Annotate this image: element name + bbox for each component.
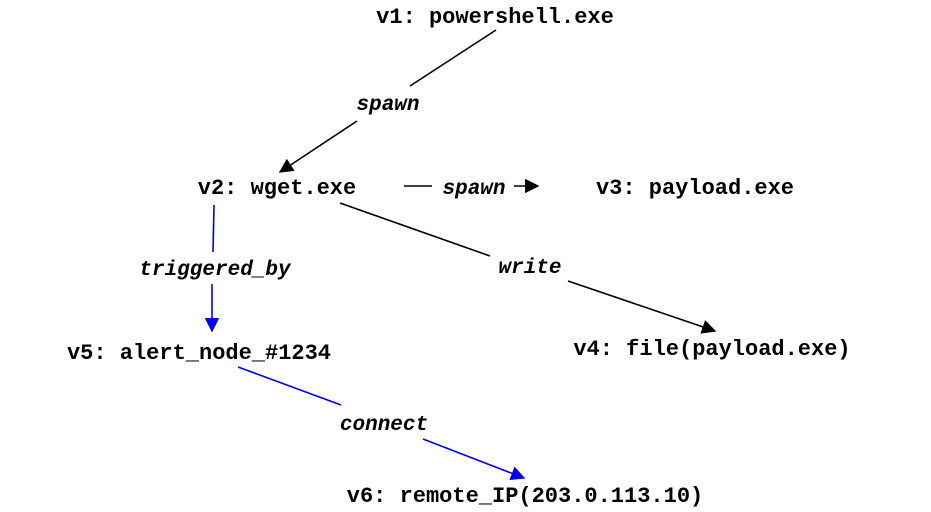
edge-v1-v2-segment-bottom — [278, 120, 358, 173]
node-v5: v5: alert_node_#1234 — [67, 341, 331, 366]
node-v1: v1: powershell.exe — [376, 5, 614, 30]
edge-v2-v4-segment-top — [339, 202, 491, 257]
edge-v2-v5-segment-top — [212, 204, 215, 253]
edge-label-v5-v6: connect — [340, 414, 428, 437]
edge-label-v2-v4: write — [498, 257, 561, 280]
node-v2: v2: wget.exe — [198, 176, 356, 201]
node-v6: v6: remote_IP(203.0.113.10) — [347, 484, 703, 509]
edge-label-v1-v2: spawn — [356, 94, 419, 117]
node-v4: v4: file(payload.exe) — [573, 337, 850, 362]
edge-v5-v6-segment-bottom — [422, 438, 526, 481]
edge-label-v2-v5: triggered_by — [139, 259, 292, 282]
edge-label-v2-v3: spawn — [442, 178, 505, 201]
node-v3: v3: payload.exe — [596, 176, 794, 201]
edge-v1-v2-segment-top — [409, 29, 497, 87]
edge-v5-v6-segment-top — [237, 366, 342, 406]
edge-v2-v4-segment-bottom — [567, 280, 717, 334]
